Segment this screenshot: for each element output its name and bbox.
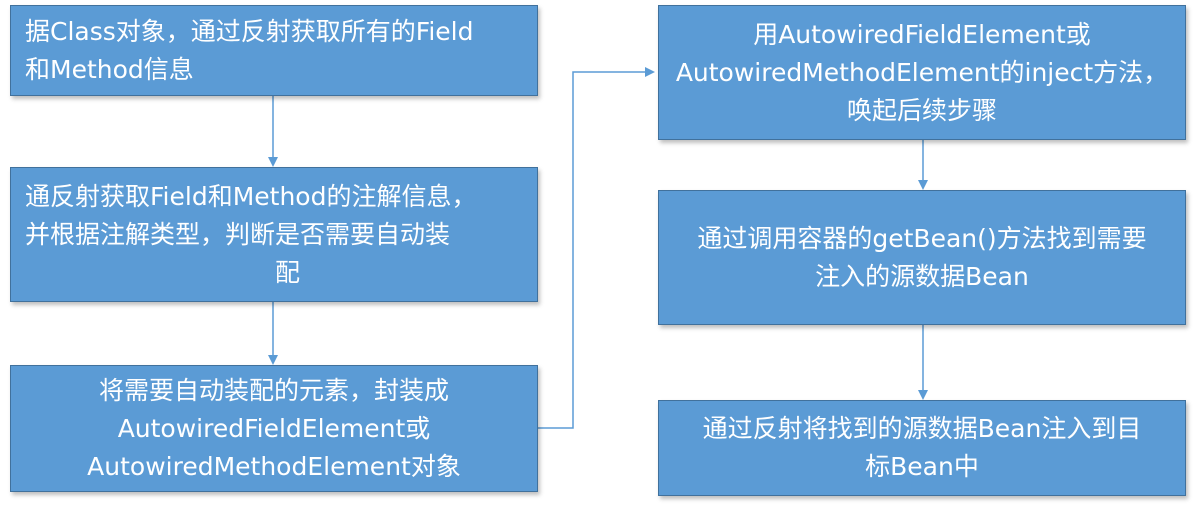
arrow-step3-to-step4 [537, 67, 655, 429]
step-2-line-3: 配 [275, 257, 301, 287]
step-4-line-3: 唤起后续步骤 [846, 95, 997, 125]
step-3-line-2: AutowiredFieldElement或 [117, 413, 431, 443]
step-5-line-2: 注入的源数据Bean [815, 261, 1029, 291]
step-5-line-1: 通过调用容器的getBean()方法找到需要 [697, 223, 1147, 253]
step-1-line-2: 和Method信息 [25, 54, 194, 84]
step-6-line-1: 通过反射将找到的源数据Bean注入到目 [702, 414, 1142, 443]
step-4-box: 用AutowiredFieldElement或 AutowiredMethodE… [658, 5, 1186, 140]
step-3-box: 将需要自动装配的元素，封装成 AutowiredFieldElement或 Au… [10, 365, 538, 492]
step-4-line-1: 用AutowiredFieldElement或 [753, 19, 1091, 49]
step-4-line-2: AutowiredMethodElement的inject方法， [675, 57, 1169, 87]
step-2-line-1: 通反射获取Field和Method的注解信息， [25, 181, 477, 211]
step-2-line-2: 并根据注解类型，判断是否需要自动装 [25, 219, 451, 249]
step-3-line-1: 将需要自动装配的元素，封装成 [98, 375, 449, 405]
step-3-line-3: AutowiredMethodElement对象 [87, 451, 461, 481]
step-1-line-1: 据Class对象，通过反射获取所有的Field [25, 16, 474, 46]
step-2-box: 通反射获取Field和Method的注解信息， 并根据注解类型，判断是否需要自动… [10, 167, 538, 302]
step-5-box: 通过调用容器的getBean()方法找到需要 注入的源数据Bean [658, 190, 1186, 325]
step-6-box: 通过反射将找到的源数据Bean注入到目 标Bean中 [658, 400, 1186, 496]
step-6-line-2: 标Bean中 [865, 452, 979, 481]
step-1-box: 据Class对象，通过反射获取所有的Field 和Method信息 [10, 5, 538, 96]
